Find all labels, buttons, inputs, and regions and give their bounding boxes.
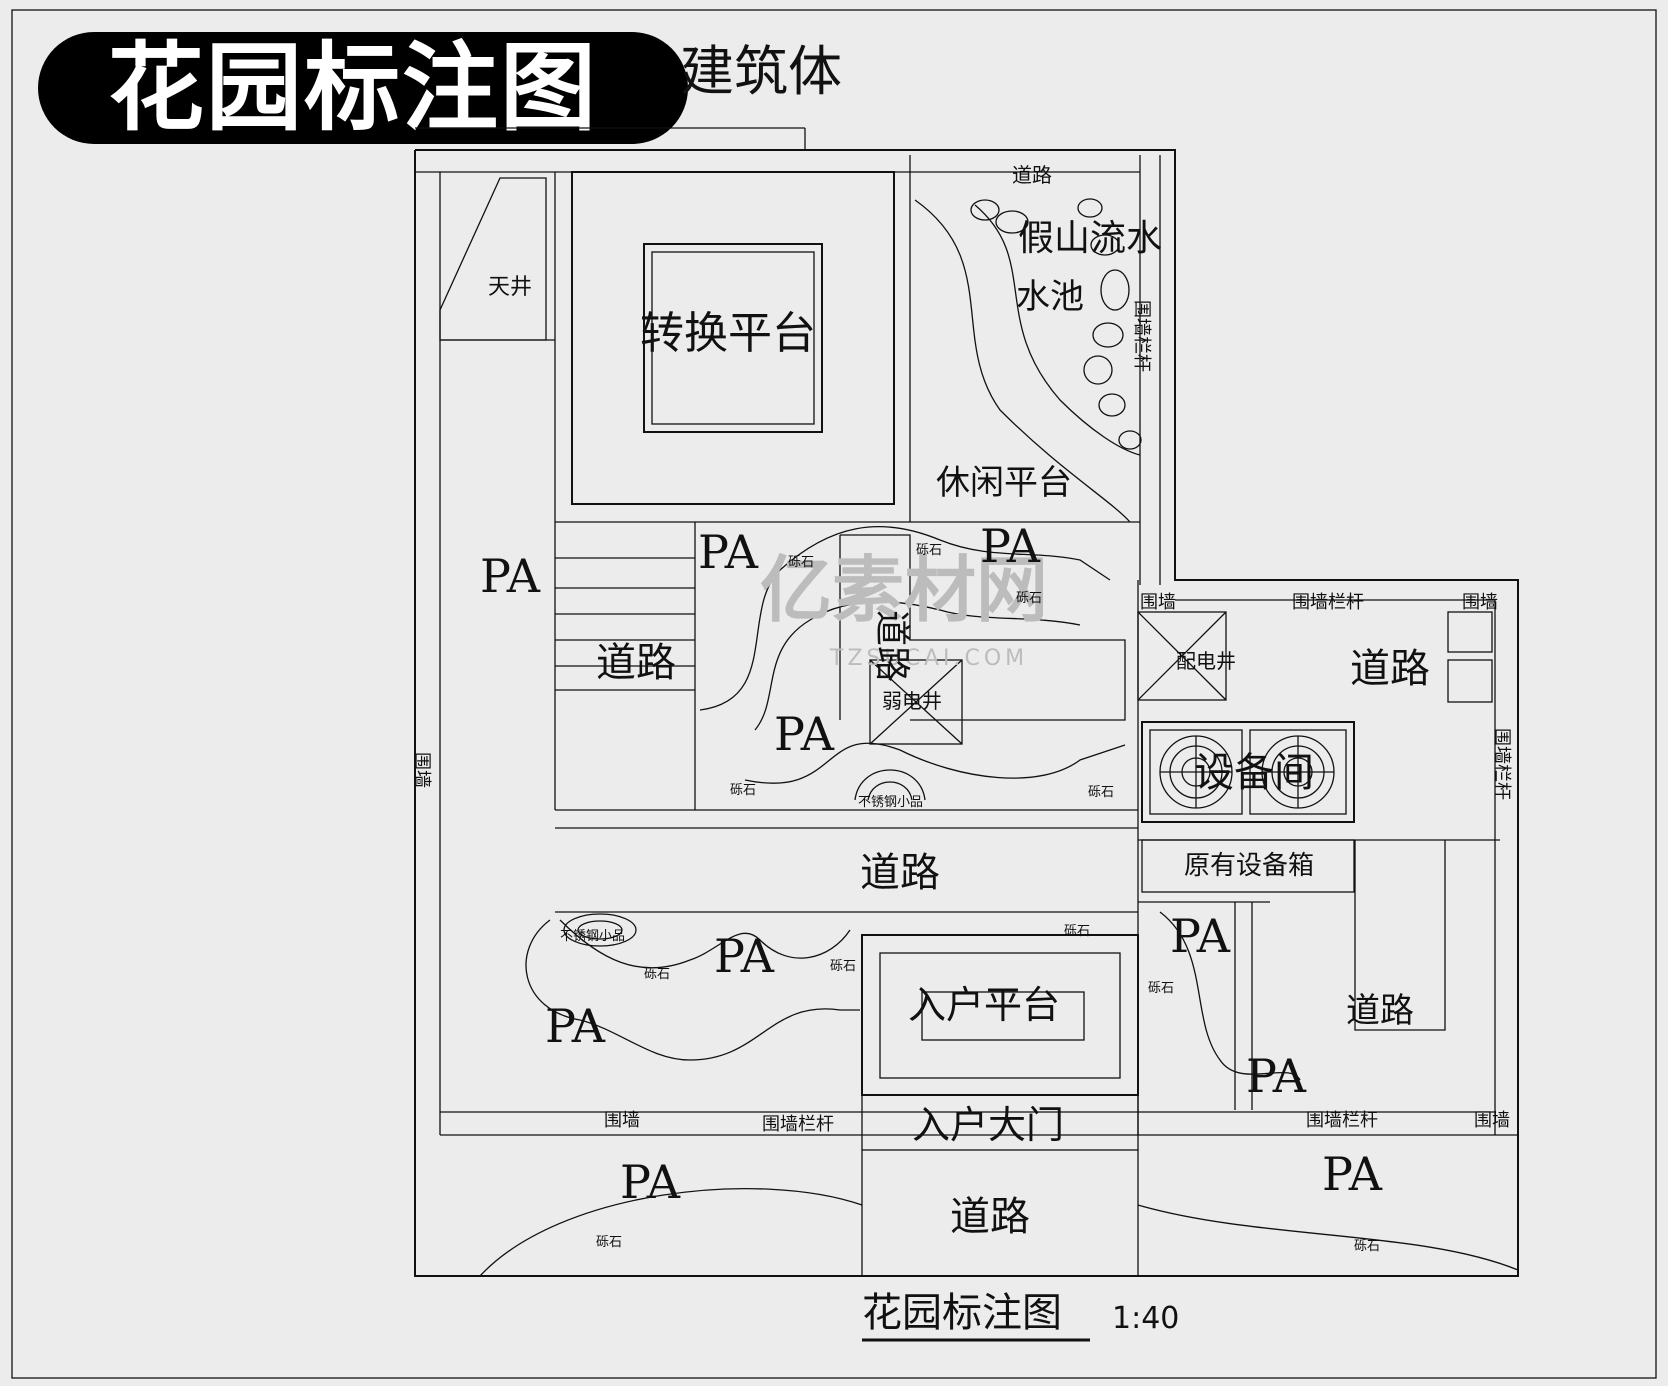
garden-boundary [414,149,1519,1277]
center-road-outline [840,534,1126,721]
label-road-right: 道路 [1350,646,1430,692]
label-sculpture-left: 不锈钢小品 [560,929,625,944]
pond-edge [974,204,1141,456]
label-wall-railing-right: 围墙栏杆 [1131,300,1152,372]
winding-path [754,601,1081,731]
label-gravel-9: 砾石 [1148,981,1174,996]
watermark-brand: 亿素材网 [760,548,1048,632]
label-wall-2: 围墙 [1462,592,1498,613]
label-wall-railing-3: 围墙栏杆 [1491,728,1512,800]
front-arc-right [1137,1204,1519,1271]
front-arc-left [479,1188,863,1277]
label-gravel-2: 砾石 [916,543,942,558]
caption-title: 花园标注图 [862,1290,1062,1336]
label-pond: 水池 [1016,277,1084,317]
stair-lines [555,557,695,691]
winding-path [699,525,1111,711]
label-pa-5: PA [714,929,775,983]
winding-path [744,742,1126,784]
fan-unit-right [1249,729,1347,815]
label-entry-platform: 入户平台 [908,983,1060,1027]
transfer-platform-inner [643,243,823,433]
label-road-top: 道路 [1012,163,1052,187]
fixture-box [1447,659,1493,703]
fan-unit-left [1149,729,1243,815]
weak-current-shaft-box [869,659,963,745]
leisure-curve [914,199,1131,523]
label-pa-9: PA [620,1155,681,1209]
label-pa-4: PA [774,707,835,761]
label-gravel-4: 砾石 [730,783,756,798]
label-transfer-platform: 转换平台 [640,308,816,359]
label-wall-3: 围墙 [411,752,432,788]
label-gravel-6: 砾石 [644,967,670,982]
label-pa-6: PA [545,999,606,1053]
label-gravel-5: 砾石 [1088,785,1114,800]
label-sculpture-center: 不锈钢小品 [858,795,923,810]
gravel-curve [525,919,860,1061]
label-pa-2: PA [698,525,759,579]
label-pa-8: PA [1246,1049,1307,1103]
shaft-cross [1137,611,1227,701]
watermark-url: TZSUCAI.COM [829,646,1028,671]
label-road-left: 道路 [596,640,676,686]
label-rockery-stream: 假山流水 [1018,218,1162,259]
label-wall-railing-5: 围墙栏杆 [1306,1110,1378,1131]
transfer-platform-outer [571,171,895,505]
title-badge: 花园标注图 [38,32,688,144]
skywell-shape [439,177,547,341]
label-road-lower-right: 道路 [1346,991,1414,1031]
label-road-bottom: 道路 [950,1194,1030,1240]
label-wall-4: 围墙 [604,1110,640,1131]
label-gravel-10: 砾石 [596,1235,622,1250]
equipment-room-box [1141,721,1355,823]
right-road-outline [1354,840,1446,1031]
rockery-stones [970,198,1142,450]
label-wall-5: 围墙 [1474,1110,1510,1131]
label-road-middle: 道路 [860,850,940,896]
label-pa-1: PA [480,549,541,603]
sculpture-left [563,913,637,947]
entry-platform-inner [879,952,1121,1079]
badge-title: 花园标注图 [108,32,598,144]
entry-gate-box [861,1094,1139,1151]
label-wall-railing-2: 围墙栏杆 [1292,592,1364,613]
label-skywell: 天井 [488,275,532,300]
gravel-curve [559,919,851,969]
label-pa-3: PA [980,519,1041,573]
label-gravel-7: 砾石 [830,959,856,974]
label-pa-10: PA [1322,1147,1383,1201]
label-weak-current-shaft: 弱电井 [882,689,942,713]
label-equipment-room: 设备间 [1194,750,1314,796]
shaft-cross [869,659,963,745]
label-gravel-3: 砾石 [1016,591,1042,606]
gravel-curve [1159,911,1301,1081]
label-leisure-platform: 休闲平台 [936,463,1072,503]
page-frame [11,9,1657,1379]
transfer-platform-inner2 [651,251,815,425]
label-original-equipment-box: 原有设备箱 [1184,851,1314,881]
label-pa-7: PA [1170,909,1231,963]
label-gravel-11: 砾石 [1354,1239,1380,1254]
fixture-box [1447,611,1493,653]
sculpture-center [854,769,926,801]
label-wall-1: 围墙 [1140,592,1176,613]
label-road-center: 道路 [871,610,912,682]
label-entry-gate: 入户大门 [912,1103,1064,1147]
label-power-shaft: 配电井 [1176,649,1236,673]
caption-scale: 1:40 [1112,1301,1179,1336]
entry-platform-step [921,991,1085,1041]
label-gravel-8: 砾石 [1064,924,1090,939]
label-gravel-1: 砾石 [788,555,814,570]
label-wall-railing-4: 围墙栏杆 [762,1114,834,1135]
label-building: 建筑体 [680,40,842,103]
